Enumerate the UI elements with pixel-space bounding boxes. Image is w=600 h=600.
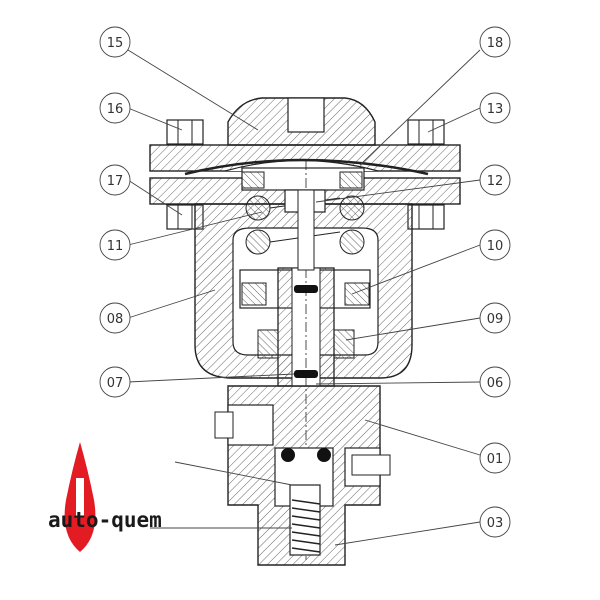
- svg-text:10: 10: [487, 239, 504, 254]
- valve-body: [214, 385, 391, 566]
- leader-lines: [127, 49, 481, 546]
- spring-plate-right: [339, 171, 363, 189]
- svg-text:06: 06: [487, 376, 504, 391]
- callout-18: 18: [479, 26, 511, 58]
- seat-ball-right: [317, 448, 331, 462]
- svg-text:18: 18: [487, 36, 504, 51]
- callout-01: 01: [479, 442, 511, 474]
- seat-ball-left: [281, 448, 295, 462]
- bolt-right-bottom: [407, 204, 445, 230]
- callout-08: 08: [99, 302, 131, 334]
- spring-plate-left: [241, 171, 265, 189]
- svg-text:15: 15: [107, 36, 124, 51]
- svg-text:16: 16: [107, 102, 124, 117]
- svg-text:07: 07: [107, 376, 124, 391]
- svg-text:01: 01: [487, 452, 504, 467]
- svg-text:03: 03: [487, 516, 504, 531]
- callout-11: 11: [99, 229, 131, 261]
- svg-text:17: 17: [107, 174, 124, 189]
- gland: [257, 329, 355, 359]
- svg-text:08: 08: [107, 312, 124, 327]
- callout-03: 03: [479, 506, 511, 538]
- svg-text:13: 13: [487, 102, 504, 117]
- svg-text:12: 12: [487, 174, 504, 189]
- upper-flange: [149, 144, 461, 172]
- logo-wordmark: auto-quem: [48, 508, 162, 532]
- callout-13: 13: [479, 92, 511, 124]
- callout-16: 16: [99, 92, 131, 124]
- callout-10: 10: [479, 229, 511, 261]
- flame-highlight: [76, 478, 84, 518]
- bolt-right-top: [407, 119, 445, 145]
- callout-12: 12: [479, 164, 511, 196]
- top-cover: [227, 97, 376, 146]
- svg-text:11: 11: [107, 239, 124, 254]
- stem-rod: [297, 189, 315, 271]
- callout-15: 15: [99, 26, 131, 58]
- bolt-left-top: [166, 119, 204, 145]
- callout-17: 17: [99, 164, 131, 196]
- main-spring: [245, 195, 365, 255]
- auto-quem-logo: auto-quem: [48, 442, 162, 552]
- callout-06: 06: [479, 366, 511, 398]
- callout-07: 07: [99, 366, 131, 398]
- o-rings: [294, 285, 318, 378]
- svg-text:09: 09: [487, 312, 504, 327]
- diaphragm: [184, 158, 429, 176]
- lower-spring: [291, 499, 321, 553]
- callout-09: 09: [479, 302, 511, 334]
